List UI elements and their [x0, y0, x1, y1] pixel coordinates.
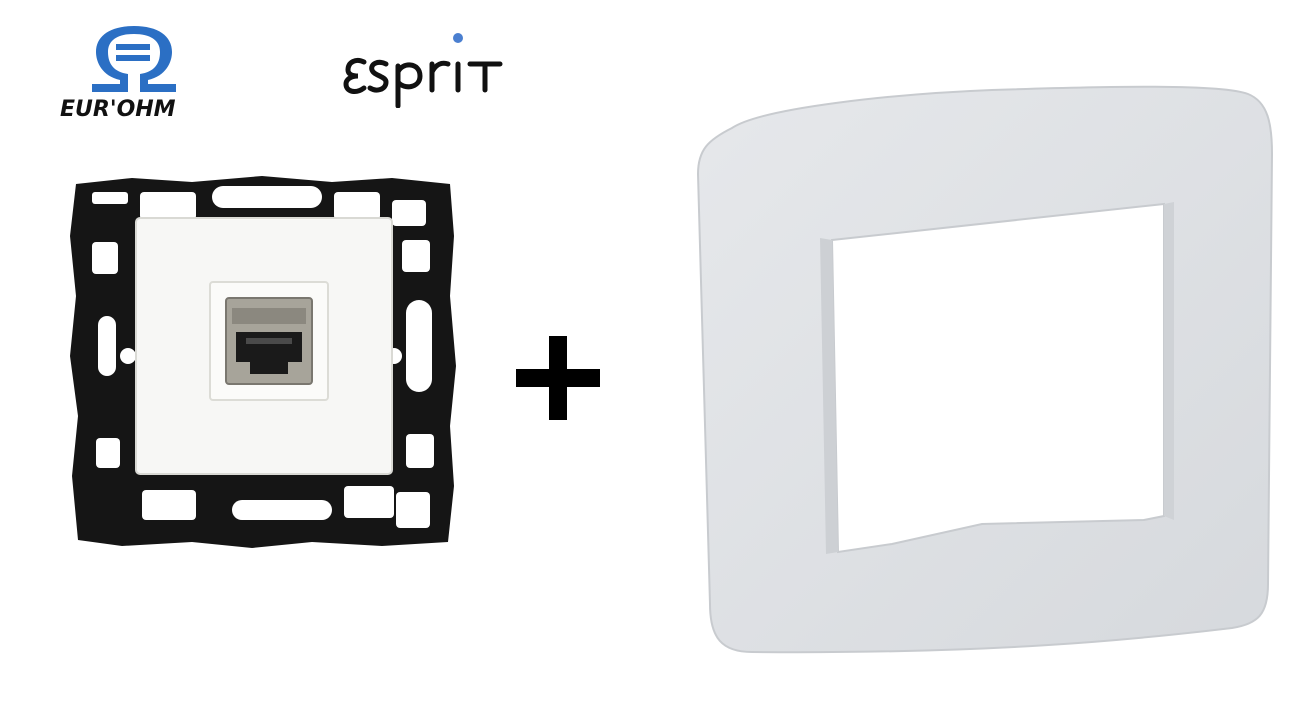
esprit-logo: [342, 28, 512, 109]
plus-icon: [516, 336, 600, 420]
eurohm-logo: EUR'OHM: [56, 22, 226, 122]
svg-text:EUR'OHM: EUR'OHM: [60, 97, 176, 122]
cover-frame: [692, 84, 1276, 656]
rj45-socket-module: [62, 166, 464, 550]
